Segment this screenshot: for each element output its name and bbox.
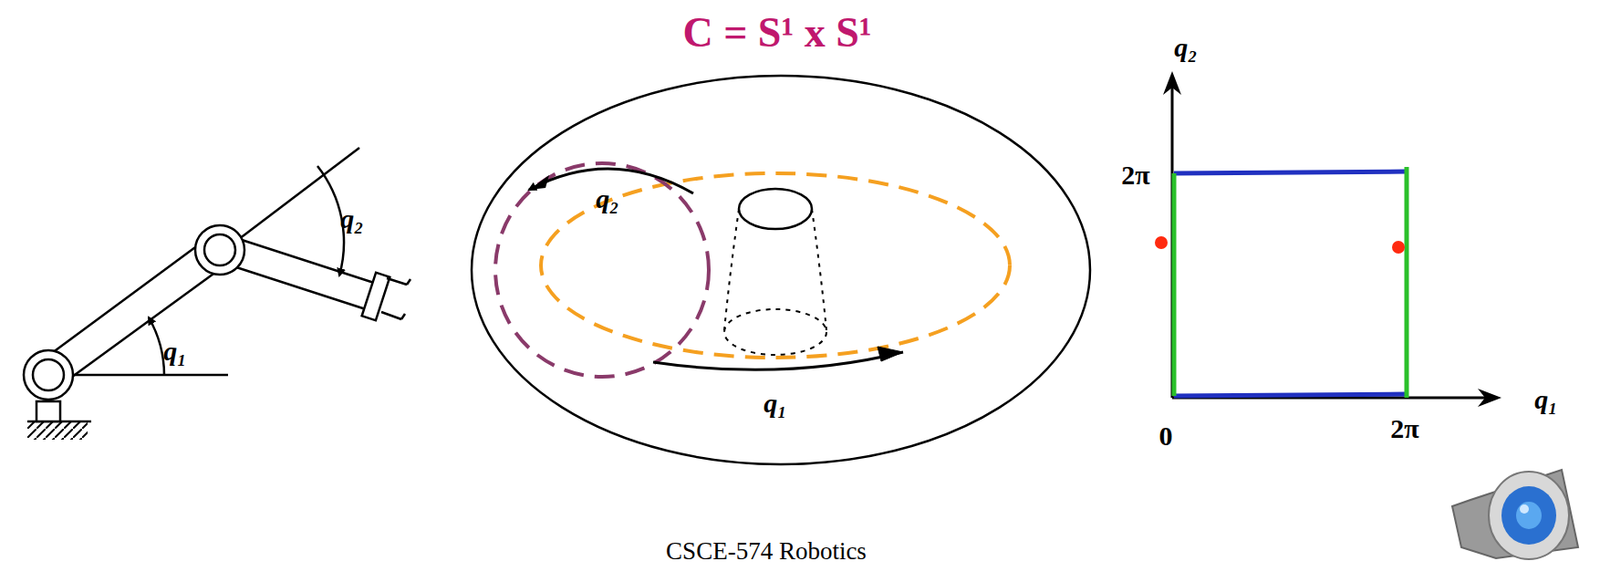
tick-label: 2π <box>1121 161 1150 189</box>
footer-text: CSCE-574 Robotics <box>665 539 867 564</box>
joint-angle-label: q₂ <box>340 205 364 233</box>
tick-label: 0 <box>1159 422 1174 450</box>
torus <box>471 75 1091 465</box>
robot-arm <box>23 147 411 440</box>
torus-axis-label: q₁ <box>763 389 787 417</box>
joint-angle-label: q₁ <box>163 337 187 365</box>
tick-label: 2π <box>1390 415 1419 443</box>
axis-label: q₂ <box>1174 33 1197 62</box>
axis-label: q₁ <box>1534 385 1558 414</box>
speaker-icon <box>1452 469 1579 560</box>
config-space-title: C = S¹ x S¹ <box>682 11 872 54</box>
torus-axis-label: q₂ <box>595 185 619 213</box>
parameter-square <box>1154 71 1502 407</box>
